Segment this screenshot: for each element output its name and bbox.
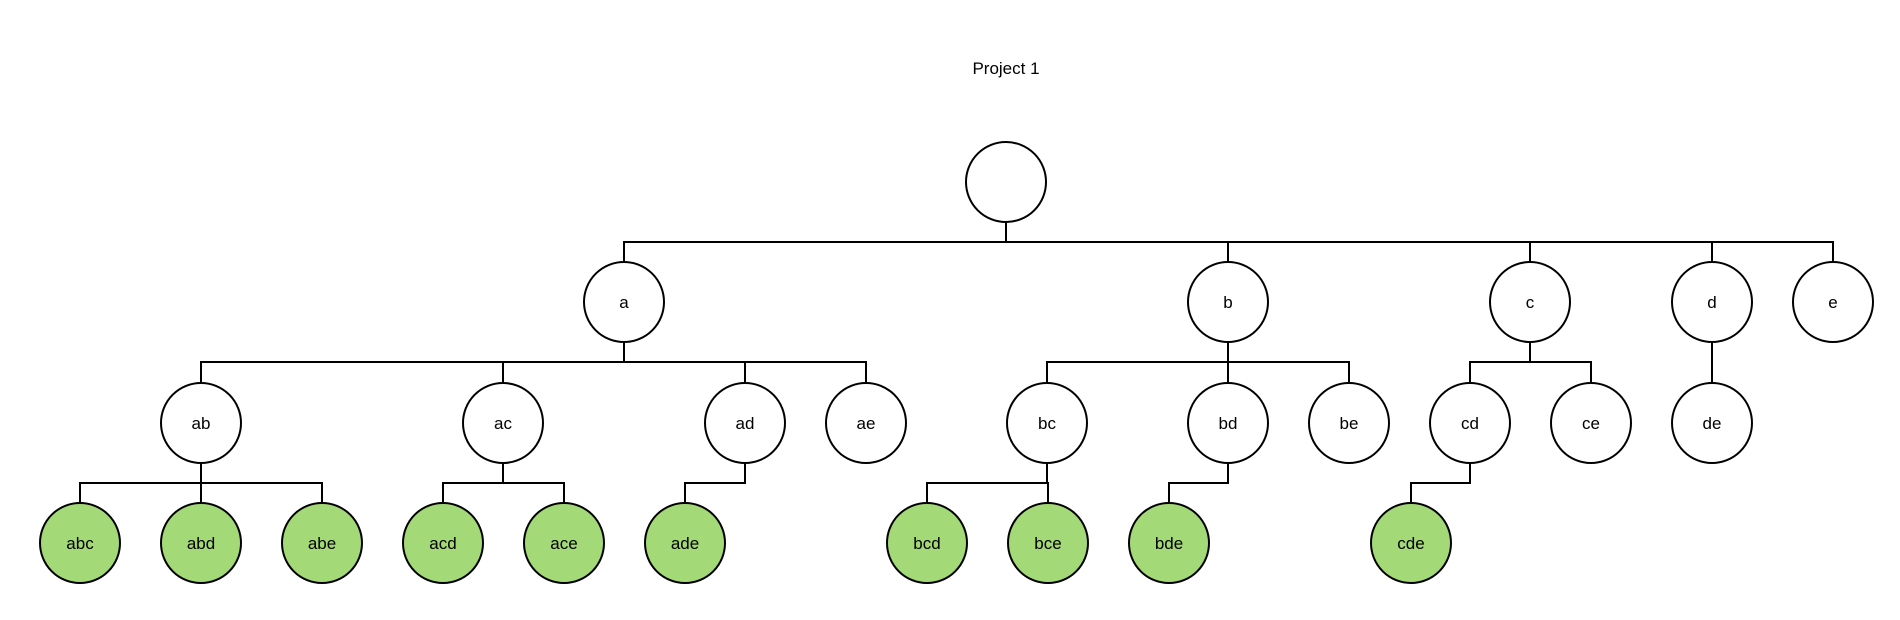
node-label-acd: acd	[429, 534, 456, 553]
node-circle-de	[1671, 382, 1753, 464]
node-circle-ab	[160, 382, 242, 464]
node-label-e: e	[1828, 293, 1837, 312]
node-label-bce: bce	[1034, 534, 1061, 553]
node-circle-ae	[825, 382, 907, 464]
node-label-abc: abc	[66, 534, 94, 553]
node-label-abe: abe	[308, 534, 336, 553]
node-circle-cd	[1429, 382, 1511, 464]
node-circle-ac	[462, 382, 544, 464]
connector-ab	[79, 462, 323, 504]
node-circle-bc	[1006, 382, 1088, 464]
node-circle-ade	[644, 502, 726, 584]
node-circle-ace	[523, 502, 605, 584]
connector-ad	[684, 462, 746, 504]
connector-c	[1469, 341, 1592, 384]
node-circle-abc	[39, 502, 121, 584]
node-de: de	[1671, 382, 1753, 464]
node-label-ab: ab	[192, 414, 211, 433]
node-label-a: a	[619, 293, 629, 312]
node-label-ae: ae	[857, 414, 876, 433]
node-circle-bcd	[886, 502, 968, 584]
node-circle-e	[1792, 261, 1874, 343]
node-abe: abe	[281, 502, 363, 584]
node-circle-c	[1489, 261, 1571, 343]
node-circle-bce	[1007, 502, 1089, 584]
node-bde: bde	[1128, 502, 1210, 584]
node-acd: acd	[402, 502, 484, 584]
node-label-ad: ad	[736, 414, 755, 433]
node-circle-cde	[1370, 502, 1452, 584]
connector-bd	[1168, 462, 1229, 504]
node-cd: cd	[1429, 382, 1511, 464]
node-label-bc: bc	[1038, 414, 1056, 433]
node-ade: ade	[644, 502, 726, 584]
node-circle-abe	[281, 502, 363, 584]
node-label-bde: bde	[1155, 534, 1183, 553]
connector-b	[1046, 341, 1350, 384]
node-label-ac: ac	[494, 414, 512, 433]
node-ab: ab	[160, 382, 242, 464]
node-abc: abc	[39, 502, 121, 584]
connector-a	[200, 341, 867, 384]
node-circle-acd	[402, 502, 484, 584]
node-label-c: c	[1526, 293, 1535, 312]
node-label-b: b	[1223, 293, 1232, 312]
node-circle-bde	[1128, 502, 1210, 584]
nodes-layer: a ab abc abd abe ac acd ace ad ade ae b bc bcd bce bd bd…	[39, 141, 1874, 584]
diagram-title: Project 1	[972, 59, 1039, 78]
node-label-ace: ace	[550, 534, 577, 553]
connector-cd	[1410, 462, 1471, 504]
connector-root	[623, 221, 1834, 263]
node-label-cde: cde	[1397, 534, 1424, 553]
node-circle-b	[1187, 261, 1269, 343]
node-label-de: de	[1703, 414, 1722, 433]
node-label-be: be	[1340, 414, 1359, 433]
node-label-d: d	[1707, 293, 1716, 312]
node-label-ade: ade	[671, 534, 699, 553]
node-circle-ce	[1550, 382, 1632, 464]
node-bce: bce	[1007, 502, 1089, 584]
node-label-cd: cd	[1461, 414, 1479, 433]
node-e: e	[1792, 261, 1874, 343]
node-a: a	[583, 261, 665, 343]
node-label-abd: abd	[187, 534, 215, 553]
node-root	[965, 141, 1047, 223]
node-ce: ce	[1550, 382, 1632, 464]
edges-layer	[79, 221, 1834, 504]
node-label-bcd: bcd	[913, 534, 940, 553]
node-bd: bd	[1187, 382, 1269, 464]
node-ace: ace	[523, 502, 605, 584]
node-bc: bc	[1006, 382, 1088, 464]
node-label-bd: bd	[1219, 414, 1238, 433]
connector-ac	[442, 462, 565, 504]
node-ac: ac	[462, 382, 544, 464]
node-label-ce: ce	[1582, 414, 1600, 433]
node-c: c	[1489, 261, 1571, 343]
node-circle-bd	[1187, 382, 1269, 464]
node-d: d	[1671, 261, 1753, 343]
node-ad: ad	[704, 382, 786, 464]
node-b: b	[1187, 261, 1269, 343]
node-abd: abd	[160, 502, 242, 584]
node-circle-abd	[160, 502, 242, 584]
connector-bc	[926, 462, 1049, 504]
node-circle-a	[583, 261, 665, 343]
node-ae: ae	[825, 382, 907, 464]
node-circle-root	[965, 141, 1047, 223]
node-circle-ad	[704, 382, 786, 464]
node-circle-be	[1308, 382, 1390, 464]
node-circle-d	[1671, 261, 1753, 343]
node-be: be	[1308, 382, 1390, 464]
node-bcd: bcd	[886, 502, 968, 584]
node-cde: cde	[1370, 502, 1452, 584]
